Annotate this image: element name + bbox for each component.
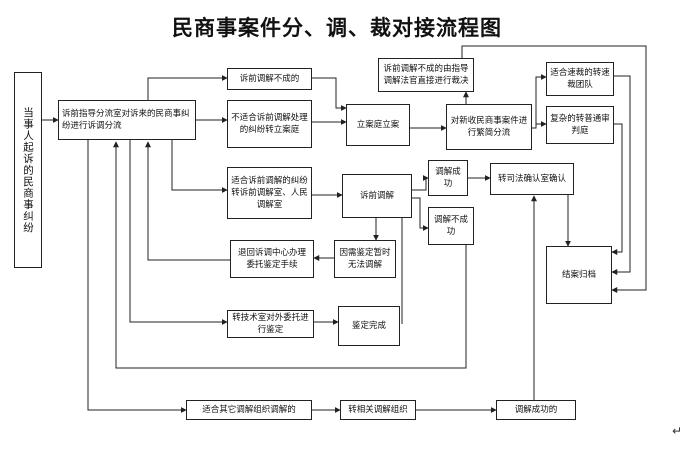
guide-node: 诉前指导分流室对诉来的民商事纠纷进行诉调分流 bbox=[58, 100, 196, 140]
success-node: 调解成功 bbox=[428, 160, 468, 196]
fail-direct-node: 诉前调解不成的由指导调解法官直接进行裁决 bbox=[378, 58, 474, 92]
archive-node: 结案归档 bbox=[546, 246, 612, 304]
assign-node: 对新收民商事案件进行繁简分流 bbox=[446, 104, 532, 150]
fail-node: 调解不成功 bbox=[428, 207, 474, 245]
success2-node: 调解成功的 bbox=[496, 400, 576, 420]
fail-pre-node: 诉前调解不成的 bbox=[227, 68, 312, 90]
transfer-org-node: 转相关调解组织 bbox=[340, 400, 416, 420]
complex-node: 复杂的转普通审判庭 bbox=[546, 106, 614, 144]
paragraph-mark: ↵ bbox=[672, 424, 683, 438]
quick-node: 适合速裁的转速裁团队 bbox=[546, 62, 614, 96]
suitable-node: 适合诉前调解的纠纷转诉前调解室、人民调解室 bbox=[227, 167, 312, 219]
tech-node: 转技术室对外委托进行鉴定 bbox=[227, 310, 314, 338]
judicial-node: 转司法确认室确认 bbox=[490, 163, 574, 195]
start-node: 当事人起诉的民商事纠纷 bbox=[14, 72, 42, 268]
appraisal-done-node: 鉴定完成 bbox=[338, 306, 400, 346]
return-center-node: 退回诉调中心办理委托鉴定手续 bbox=[230, 240, 314, 278]
filing-node: 立案庭立案 bbox=[346, 104, 410, 146]
other-node: 适合其它调解组织调解的 bbox=[186, 400, 312, 420]
not-suitable-node: 不适合诉前调解处理的纠纷转立案庭 bbox=[227, 100, 312, 148]
page-title: 民商事案件分、调、裁对接流程图 bbox=[172, 16, 502, 40]
need-appraisal-node: 因需鉴定暂时无法调解 bbox=[334, 240, 396, 278]
pre-mediation-node: 诉前调解 bbox=[342, 174, 412, 218]
